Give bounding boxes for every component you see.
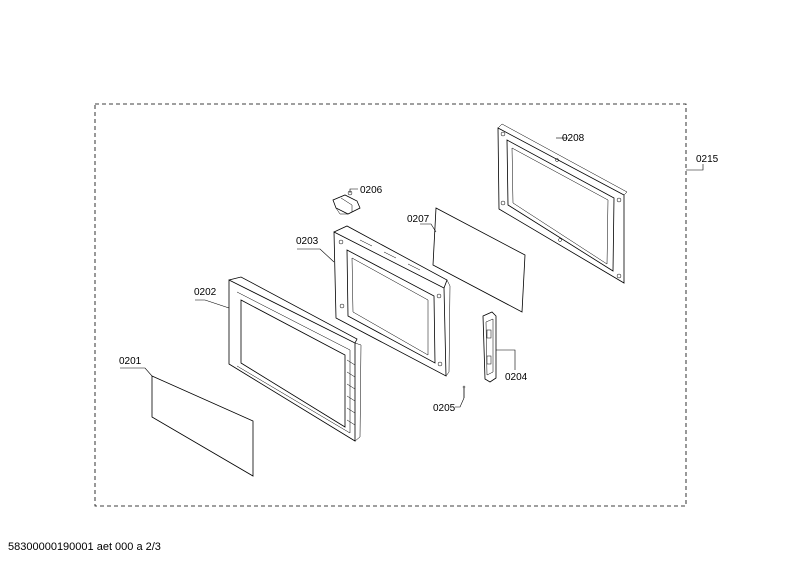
leader-lines (120, 137, 704, 408)
part-0204-hinge-bracket (482, 311, 497, 383)
callout-0201: 0201 (119, 356, 142, 367)
assembly-boundary (94, 103, 687, 507)
part-0208-choke-frame (497, 123, 628, 284)
document-id: 58300000190001 aet 000 a 2/3 (8, 541, 161, 553)
part-0206-latch-clip (332, 190, 361, 215)
callout-0202: 0202 (194, 287, 217, 298)
part-0203-inner-frame (333, 225, 451, 377)
callout-0208: 0208 (562, 133, 585, 144)
part-0202-door-frame (228, 276, 362, 442)
callout-0203: 0203 (296, 236, 319, 247)
callout-0207: 0207 (407, 214, 430, 225)
part-0207-inner-glass (432, 207, 526, 313)
callout-0206: 0206 (360, 185, 383, 196)
part-0201-glass-panel (151, 375, 254, 477)
part-0205-pin (462, 385, 466, 398)
callout-0205: 0205 (433, 403, 456, 414)
callout-0204: 0204 (505, 372, 528, 383)
callout-0215: 0215 (696, 154, 719, 165)
